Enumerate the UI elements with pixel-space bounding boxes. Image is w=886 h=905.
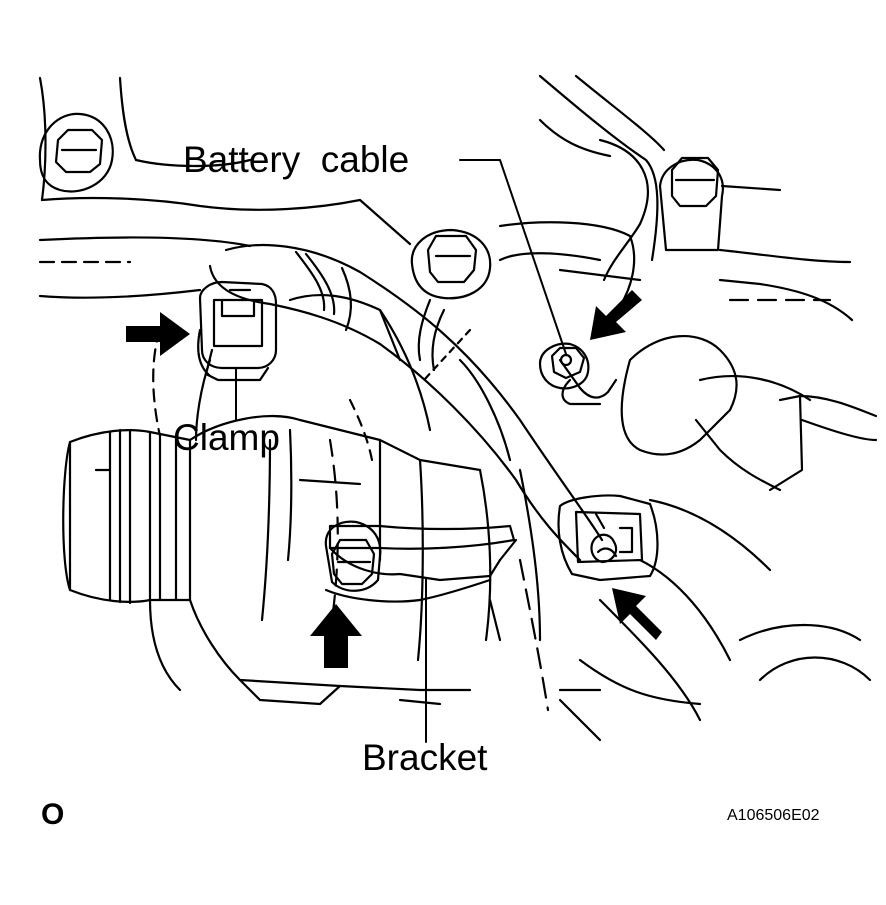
battery-cable bbox=[208, 243, 618, 562]
arrow-bracket-bolt bbox=[310, 604, 362, 668]
arrow-terminal bbox=[590, 290, 642, 340]
battery-cable-label: Battery cable bbox=[183, 139, 410, 180]
leader-battery-cable bbox=[459, 159, 567, 355]
bolt-top-center bbox=[410, 228, 492, 300]
right-connector-housing bbox=[620, 334, 878, 492]
bracket-label: Bracket bbox=[362, 737, 488, 778]
terminal-nut bbox=[538, 342, 590, 390]
bolt-top-left bbox=[38, 112, 114, 193]
cable-connector bbox=[557, 494, 659, 582]
arrow-clamp bbox=[126, 312, 190, 356]
clamp-label: Clamp bbox=[173, 417, 280, 458]
clamp-connector bbox=[197, 280, 278, 382]
alternator-pulley bbox=[62, 428, 192, 605]
view-mark-label: O bbox=[41, 798, 65, 831]
bolt-top-right bbox=[658, 156, 782, 252]
arrow-connector bbox=[612, 588, 662, 640]
figure-code-label: A106506E02 bbox=[727, 807, 820, 824]
leader-lines bbox=[235, 159, 567, 743]
bracket-bolt bbox=[324, 520, 382, 592]
engine-block-outline bbox=[38, 74, 878, 742]
alternator-body bbox=[148, 294, 602, 712]
